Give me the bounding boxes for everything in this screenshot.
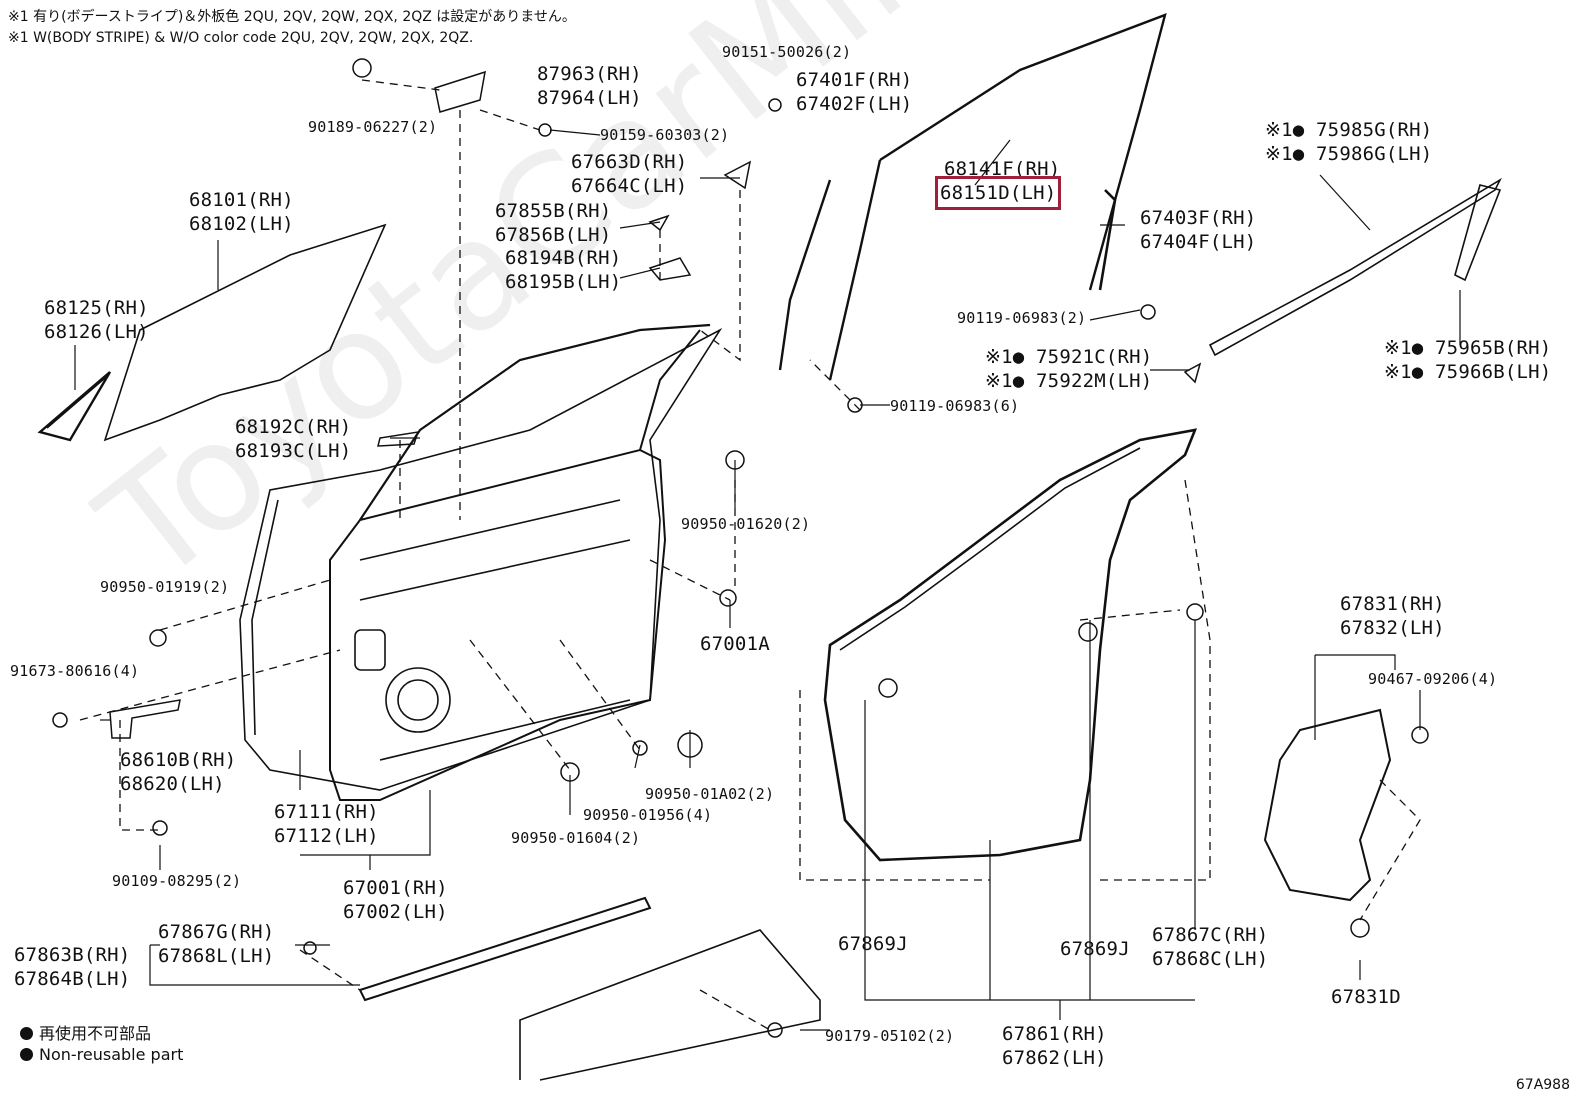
- part-67856[interactable]: 67856B(LH): [495, 224, 612, 246]
- part-68610[interactable]: 68610B(RH): [120, 749, 237, 771]
- part-90467[interactable]: 90467-09206(4): [1368, 670, 1498, 688]
- part-68194[interactable]: 68194B(RH): [505, 247, 622, 269]
- part-90950-01604[interactable]: 90950-01604(2): [511, 829, 641, 847]
- part-75985[interactable]: ※1● 75985G(RH): [1265, 119, 1433, 141]
- frame-moldings: [778, 13, 1167, 381]
- part-67404[interactable]: 67404F(LH): [1140, 231, 1257, 253]
- part-90119-b[interactable]: 90119-06983(6): [890, 397, 1020, 415]
- part-67861[interactable]: 67861(RH): [1002, 1023, 1107, 1045]
- part-87963[interactable]: 87963(RH): [537, 63, 642, 85]
- part-67868C[interactable]: 67868C(LH): [1152, 948, 1269, 970]
- note-en: ※1 W(BODY STRIPE) & W/O color code 2QU, …: [8, 30, 474, 46]
- part-67664[interactable]: 67664C(LH): [571, 175, 688, 197]
- stripe-moldings: [1208, 177, 1502, 357]
- part-67868L[interactable]: 67868L(LH): [158, 945, 275, 967]
- part-67867G[interactable]: 67867G(RH): [158, 921, 275, 943]
- part-75921[interactable]: ※1● 75921C(RH): [985, 346, 1153, 368]
- diagram-code: 67A988: [1515, 1077, 1570, 1093]
- part-68102[interactable]: 68102(LH): [189, 213, 294, 235]
- part-67869J-left[interactable]: 67869J: [838, 933, 908, 955]
- door-outer-panel: [239, 327, 723, 791]
- part-68101[interactable]: 68101(RH): [189, 189, 294, 211]
- part-67831[interactable]: 67831(RH): [1340, 593, 1445, 615]
- part-90151[interactable]: 90151-50026(2): [722, 43, 852, 61]
- part-67002[interactable]: 67002(LH): [343, 901, 448, 923]
- bullet-icon: [20, 1027, 33, 1040]
- bullet-icon: [20, 1048, 33, 1061]
- hole-cover: [1263, 708, 1392, 902]
- part-68195[interactable]: 68195B(LH): [505, 271, 622, 293]
- part-87964[interactable]: 87964(LH): [537, 87, 642, 109]
- legend-en: Non-reusable part: [20, 1045, 183, 1064]
- part-75966[interactable]: ※1● 75966B(LH): [1384, 361, 1552, 383]
- solid-leaders: [74, 129, 1461, 1031]
- part-67832[interactable]: 67832(LH): [1340, 617, 1445, 639]
- part-90109[interactable]: 90109-08295(2): [112, 872, 242, 890]
- part-90159[interactable]: 90159-60303(2): [600, 126, 730, 144]
- part-67111[interactable]: 67111(RH): [274, 801, 379, 823]
- part-67855[interactable]: 67855B(RH): [495, 200, 612, 222]
- part-67864[interactable]: 67864B(LH): [14, 968, 131, 990]
- part-67112[interactable]: 67112(LH): [274, 825, 379, 847]
- door-glass: [103, 223, 387, 442]
- part-68126[interactable]: 68126(LH): [44, 321, 149, 343]
- part-68192[interactable]: 68192C(RH): [235, 416, 352, 438]
- clips: [109, 70, 1202, 739]
- part-68125[interactable]: 68125(RH): [44, 297, 149, 319]
- part-67403[interactable]: 67403F(RH): [1140, 207, 1257, 229]
- part-68141[interactable]: 68141F(RH): [944, 158, 1061, 180]
- door-inner-frame: [329, 323, 711, 801]
- leader-lines: [79, 79, 1421, 1031]
- part-68620[interactable]: 68620(LH): [120, 773, 225, 795]
- part-67867C[interactable]: 67867C(RH): [1152, 924, 1269, 946]
- door-weatherstrip: [823, 428, 1198, 862]
- legend-jp: 再使用不可部品: [20, 1020, 151, 1044]
- part-67863[interactable]: 67863B(RH): [14, 944, 131, 966]
- part-90179[interactable]: 90179-05102(2): [825, 1027, 955, 1045]
- part-75965[interactable]: ※1● 75965B(RH): [1384, 337, 1552, 359]
- part-67831D[interactable]: 67831D: [1331, 986, 1401, 1008]
- part-67869J-right[interactable]: 67869J: [1060, 938, 1130, 960]
- part-90119-a[interactable]: 90119-06983(2): [957, 309, 1087, 327]
- part-67001A[interactable]: 67001A: [700, 633, 770, 655]
- note-jp: ※1 有り(ボデーストライプ)＆外板色 2QU, 2QV, 2QW, 2QX, …: [8, 9, 576, 25]
- lower-molding: [358, 896, 821, 1081]
- part-90950-01956[interactable]: 90950-01956(4): [583, 806, 713, 824]
- part-75922[interactable]: ※1● 75922M(LH): [985, 370, 1153, 392]
- part-68193[interactable]: 68193C(LH): [235, 440, 352, 462]
- fasteners: [52, 58, 1429, 1038]
- part-75986[interactable]: ※1● 75986G(LH): [1265, 143, 1433, 165]
- part-67663[interactable]: 67663D(RH): [571, 151, 688, 173]
- part-67862[interactable]: 67862(LH): [1002, 1047, 1107, 1069]
- part-91673[interactable]: 91673-80616(4): [10, 662, 140, 680]
- part-67001[interactable]: 67001(RH): [343, 877, 448, 899]
- part-90950-01A02[interactable]: 90950-01A02(2): [645, 785, 775, 803]
- part-67401[interactable]: 67401F(RH): [796, 69, 913, 91]
- part-90189[interactable]: 90189-06227(2): [308, 118, 438, 136]
- part-68151-highlighted[interactable]: 68151D(LH): [934, 176, 1062, 210]
- part-90950-01919[interactable]: 90950-01919(2): [100, 578, 230, 596]
- part-67402[interactable]: 67402F(LH): [796, 93, 913, 115]
- corner-piece: [37, 371, 112, 442]
- part-90950-01620[interactable]: 90950-01620(2): [681, 515, 811, 533]
